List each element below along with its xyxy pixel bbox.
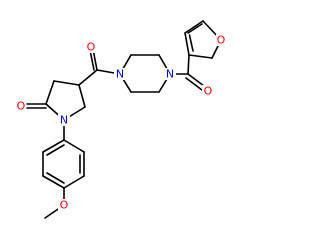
bond-ph-inner-2 — [46, 172, 65, 184]
atom-label-lactam-n: N — [60, 114, 68, 127]
bond-ph-c6-c1 — [42, 139, 65, 153]
atom-methoxy-oxygen: O — [58, 199, 69, 212]
atom-label-furoyl-carbonyl-o: O — [204, 85, 213, 98]
atom-label-amide-o: O — [87, 41, 96, 54]
bond-furan-carbonyl — [187, 54, 190, 75]
bond-pyr-c5-c4 — [78, 84, 86, 108]
bond-amide-o-2 — [89, 49, 95, 71]
atom-piperazine-n-right: N — [164, 68, 176, 81]
atom-label-piperazine-n-left: N — [116, 68, 124, 81]
bond-pyr-c4-c3 — [53, 80, 80, 86]
bond-carbonyl-o-2 — [185, 77, 203, 91]
atom-label-methoxy-o: O — [60, 199, 69, 212]
molecule-structure: O O N N O O N O — [15, 20, 227, 219]
atom-furan-oxygen: O — [216, 34, 227, 47]
atom-lactam-oxygen: O — [15, 100, 26, 113]
atom-labels: O O N N O O N O — [15, 34, 227, 212]
bonds — [26, 20, 222, 219]
bond-ph-c3-c4 — [63, 175, 85, 189]
atom-amide-oxygen: O — [86, 41, 97, 54]
bond-pyr-c3-c2 — [45, 80, 55, 105]
bond-furan-c4-c5 — [184, 20, 204, 34]
bond-furan-inner-double-1 — [188, 34, 194, 52]
atom-carbonyl-oxygen-furoyl: O — [202, 85, 213, 98]
bond-amide-c4 — [78, 69, 98, 86]
atom-lactam-nitrogen: N — [58, 114, 70, 127]
bond-carbonyl-o-1 — [187, 73, 205, 87]
bond-furan-inner-double-2 — [187, 23, 203, 34]
atom-label-lactam-o: O — [17, 100, 26, 113]
atom-label-furan-o: O — [217, 34, 226, 47]
bond-ph-c1-c2 — [63, 139, 85, 153]
atom-label-piperazine-n-right: N — [166, 68, 174, 81]
bond-ph-inner-3 — [46, 144, 65, 156]
atom-piperazine-n-left: N — [114, 68, 126, 81]
bond-furan-c2-c3 — [188, 54, 213, 59]
bond-furan-c3-c4 — [184, 32, 190, 56]
bond-ph-c4-c5 — [42, 175, 65, 189]
